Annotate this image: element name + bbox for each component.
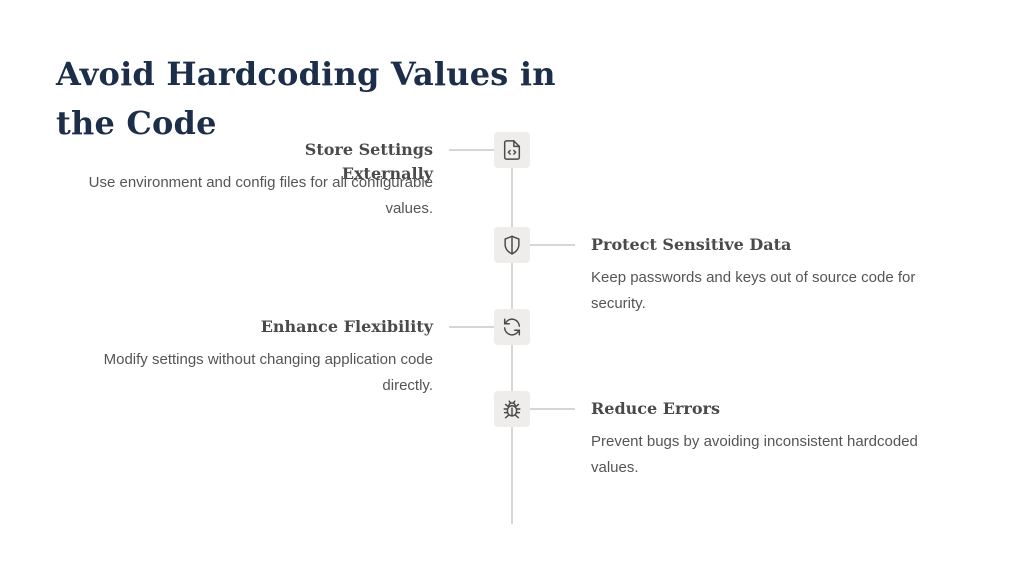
- item-icon-box: [494, 227, 530, 263]
- item-title: Store Settings Externally: [304, 140, 433, 183]
- item-icon-box: [494, 132, 530, 168]
- connector-line: [529, 408, 575, 410]
- item-description: Keep passwords and keys out of source co…: [591, 269, 916, 312]
- shield-icon: [504, 235, 520, 255]
- page-title: Avoid Hardcoding Values in the Code: [56, 55, 556, 142]
- refresh-icon: [503, 318, 521, 336]
- connector-line: [529, 244, 575, 246]
- item-description: Prevent bugs by avoiding inconsistent ha…: [591, 433, 918, 476]
- item-description: Modify settings without changing applica…: [103, 351, 433, 394]
- file-code-icon: [503, 140, 521, 160]
- connector-line: [449, 149, 495, 151]
- item-title: Reduce Errors: [591, 399, 720, 418]
- item-description: Use environment and config files for all…: [88, 174, 433, 217]
- item-title: Protect Sensitive Data: [591, 235, 792, 254]
- item-icon-box: [494, 391, 530, 427]
- item-title: Enhance Flexibility: [260, 317, 433, 336]
- item-icon-box: [494, 309, 530, 345]
- bug-icon: [503, 400, 521, 419]
- connector-line: [449, 326, 495, 328]
